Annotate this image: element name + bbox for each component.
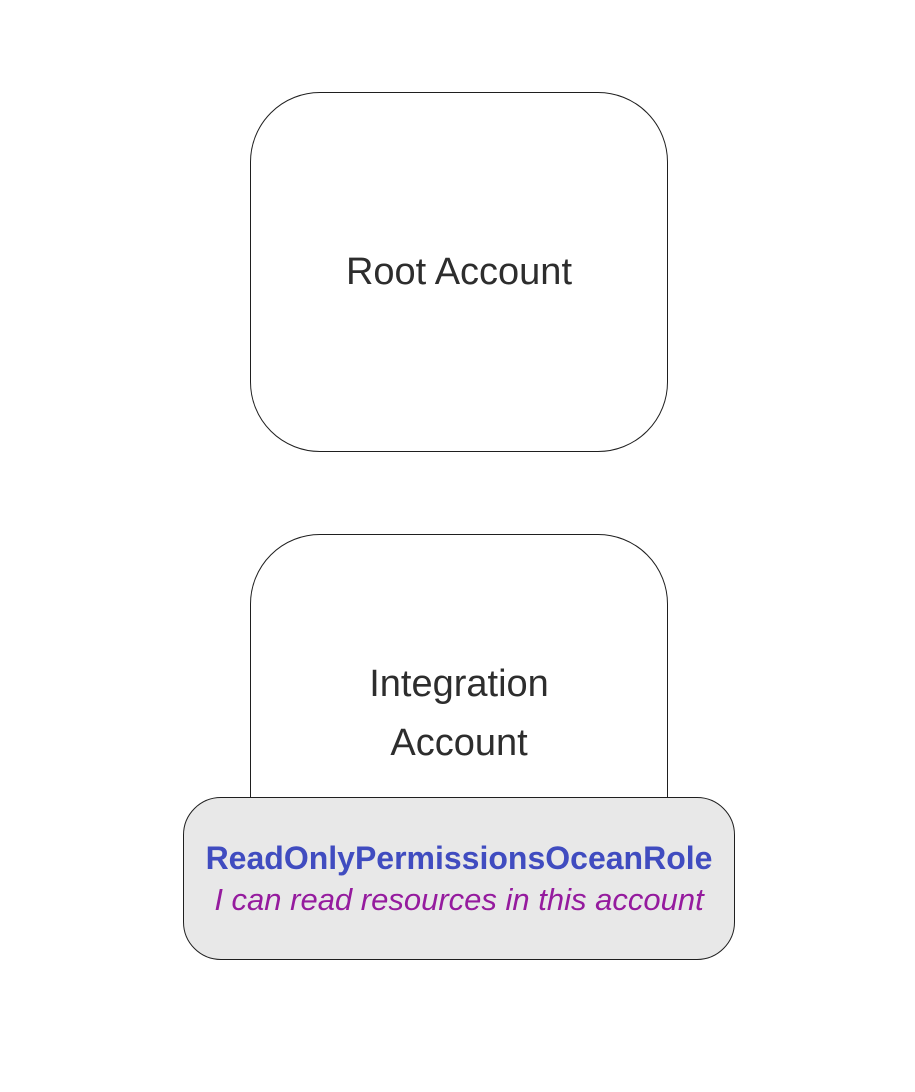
role-description: I can read resources in this account — [214, 881, 704, 917]
node-root-account: Root Account — [250, 92, 668, 452]
root-account-label: Root Account — [345, 250, 573, 293]
role-name: ReadOnlyPermissionsOceanRole — [205, 839, 713, 876]
integration-account-label: Integration Account — [369, 663, 549, 764]
role-badge: ReadOnlyPermissionsOceanRole I can read … — [183, 797, 735, 960]
